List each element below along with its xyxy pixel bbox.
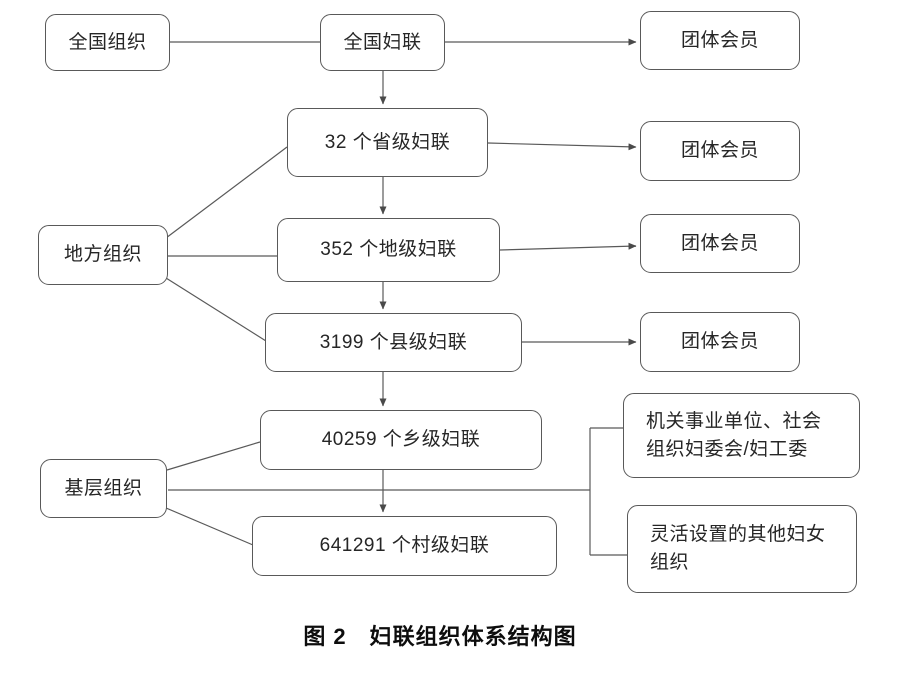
figure-caption: 图 2 妇联组织体系结构图	[303, 624, 577, 649]
node-national-federation: 全国妇联	[320, 14, 445, 71]
node-township-federations: 40259 个乡级妇联	[260, 410, 542, 470]
node-county-federations: 3199 个县级妇联	[265, 313, 522, 372]
node-flexible-orgs: 灵活设置的其他妇女 组织	[627, 505, 857, 593]
node-group-member-county: 团体会员	[640, 312, 800, 372]
node-prefecture-federations: 352 个地级妇联	[277, 218, 500, 282]
node-local-org: 地方组织	[38, 225, 168, 285]
node-village-federations: 641291 个村级妇联	[252, 516, 557, 576]
node-group-member-prefecture: 团体会员	[640, 214, 800, 273]
node-org-committees: 机关事业单位、社会 组织妇委会/妇工委	[623, 393, 860, 478]
node-grassroots-org: 基层组织	[40, 459, 167, 518]
node-provincial-federations: 32 个省级妇联	[287, 108, 488, 177]
node-group-member-provincial: 团体会员	[640, 121, 800, 181]
node-group-member-national: 团体会员	[640, 11, 800, 70]
node-national-org: 全国组织	[45, 14, 170, 71]
